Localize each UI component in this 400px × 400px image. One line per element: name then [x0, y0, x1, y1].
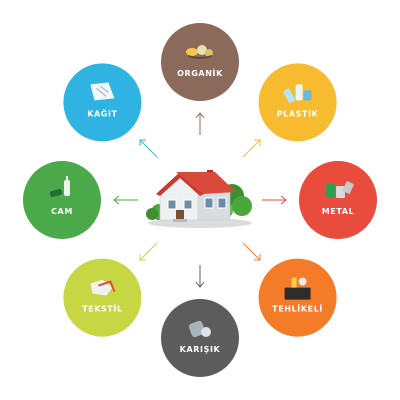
category-circle: [258, 63, 337, 142]
category-node-karisik: KARIŞIK: [161, 299, 239, 377]
category-label: PLASTİK: [277, 108, 319, 118]
category-label: TEHLİKELİ: [272, 304, 323, 314]
category-label: KAĞIT: [87, 107, 117, 118]
mixed-waste-icon: [188, 320, 211, 338]
category-circle: [63, 63, 142, 142]
category-node-tekstil: TEKSTİL: [63, 258, 142, 337]
category-circle: [23, 161, 101, 239]
category-circle: [299, 161, 377, 239]
category-label: ORGANİK: [177, 68, 223, 78]
category-nodes: ORGANİK PLASTİK METAL TEHLİKELİ KARIŞIK TEKST…: [23, 23, 377, 377]
arrow-tehlikeli: [242, 242, 261, 261]
category-node-kagit: KAĞIT: [63, 63, 142, 142]
category-label: TEKSTİL: [82, 304, 123, 314]
category-node-organik: ORGANİK: [161, 23, 239, 101]
category-circle: [161, 299, 239, 377]
textile-icon: [90, 279, 116, 296]
arrow-organik: [195, 112, 205, 135]
category-node-metal: METAL: [299, 161, 377, 239]
house-illustration: [146, 170, 252, 228]
arrow-karisik: [195, 265, 205, 288]
category-node-plastik: PLASTİK: [258, 63, 337, 142]
category-label: METAL: [322, 207, 355, 216]
plastic-bottles-icon: [283, 84, 312, 103]
arrow-cam: [113, 195, 138, 205]
category-label: KARIŞIK: [180, 345, 221, 354]
paper-icon: [90, 82, 115, 101]
arrow-kagit: [139, 139, 158, 158]
arrows: [113, 112, 287, 288]
food-waste-icon: [186, 45, 213, 59]
category-label: CAM: [51, 207, 73, 216]
arrow-plastik: [242, 139, 261, 158]
arrow-tekstil: [139, 242, 158, 261]
category-node-cam: CAM: [23, 161, 101, 239]
arrow-metal: [262, 195, 287, 205]
category-node-tehlikeli: TEHLİKELİ: [258, 258, 337, 337]
metal-cans-icon: [326, 181, 354, 198]
category-circle: [161, 23, 239, 101]
glass-bottles-icon: [49, 176, 70, 198]
hazardous-waste-icon: [284, 277, 311, 300]
category-circle: [63, 258, 142, 337]
